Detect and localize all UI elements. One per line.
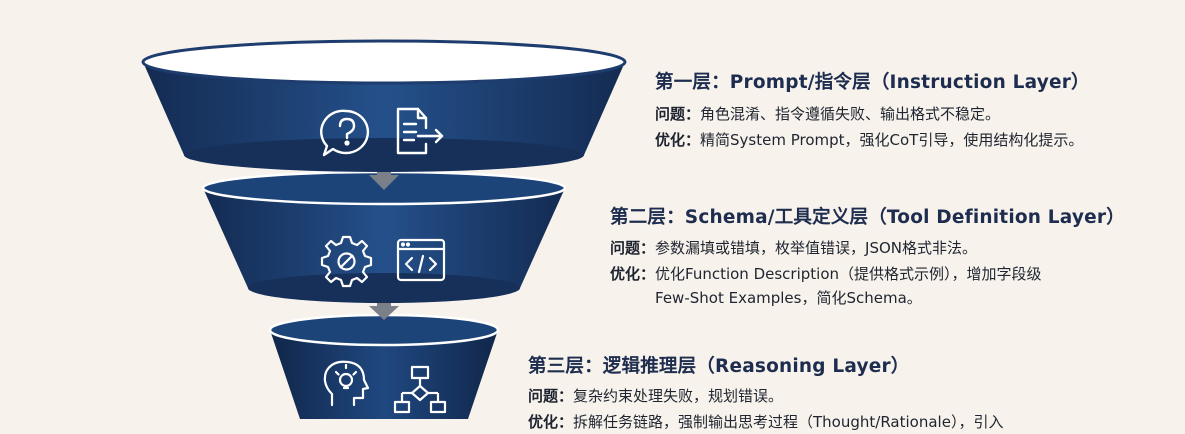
problem-text: 角色混淆、指令遵循失败、输出格式不稳定。 xyxy=(700,105,1001,123)
layer-1-title: 第一层：Prompt/指令层（Instruction Layer） xyxy=(655,72,1090,93)
layer-2-description: 第二层：Schema/工具定义层（Tool Definition Layer） … xyxy=(610,203,1125,310)
optimize-label: 优化： xyxy=(528,413,574,431)
layer-3-title: 第三层：逻辑推理层（Reasoning Layer） xyxy=(528,356,910,377)
problem-label: 问题： xyxy=(655,105,701,123)
layer-3-problem: 问题： 复杂约束处理失败，规划错误。 xyxy=(528,384,1003,408)
funnel-layer-2 xyxy=(201,170,567,303)
funnel-layer-3 xyxy=(268,313,500,419)
layer-2-title: 第二层：Schema/工具定义层（Tool Definition Layer） xyxy=(610,207,1125,228)
arrow-down-icon xyxy=(369,162,399,190)
optimize-label: 优化： xyxy=(610,265,656,283)
problem-text: 参数漏填或错填，枚举值错误，JSON格式非法。 xyxy=(655,239,977,257)
layer-3-optimize: 优化： 拆解任务链路，强制输出思考过程（Thought/Rationale），引… xyxy=(528,410,1003,434)
arrow-down-icon xyxy=(369,294,399,320)
code-window-icon xyxy=(396,238,446,282)
document-export-icon xyxy=(396,107,444,155)
layer-3-description: 第三层：逻辑推理层（Reasoning Layer） 问题： 复杂约束处理失败，… xyxy=(528,352,1003,434)
funnel-diagram xyxy=(141,39,627,419)
problem-text: 复杂约束处理失败，规划错误。 xyxy=(573,387,784,405)
head-lightbulb-icon xyxy=(323,360,370,407)
optimize-label: 优化： xyxy=(655,131,701,149)
gear-icon xyxy=(320,235,373,288)
optimize-text: 拆解任务链路，强制输出思考过程（Thought/Rationale），引入 xyxy=(573,413,1004,431)
problem-label: 问题： xyxy=(610,239,656,257)
optimize-text: 精简System Prompt，强化CoT引导，使用结构化提示。 xyxy=(700,131,1084,149)
layer-1-problem: 问题： 角色混淆、指令遵循失败、输出格式不稳定。 xyxy=(655,102,1090,126)
layer-1-description: 第一层：Prompt/指令层（Instruction Layer） 问题： 角色… xyxy=(655,68,1090,152)
flowchart-icon xyxy=(393,365,447,414)
problem-label: 问题： xyxy=(528,387,574,405)
funnel-layer-1 xyxy=(141,39,627,172)
layer-1-optimize: 优化： 精简System Prompt，强化CoT引导，使用结构化提示。 xyxy=(655,128,1090,152)
layer-2-optimize: 优化： 优化Function Description（提供格式示例），增加字段级… xyxy=(610,262,1125,310)
optimize-text: 优化Function Description（提供格式示例），增加字段级 Few… xyxy=(655,265,1042,307)
question-bubble-icon xyxy=(320,109,370,157)
layer-2-problem: 问题： 参数漏填或错填，枚举值错误，JSON格式非法。 xyxy=(610,236,1125,260)
